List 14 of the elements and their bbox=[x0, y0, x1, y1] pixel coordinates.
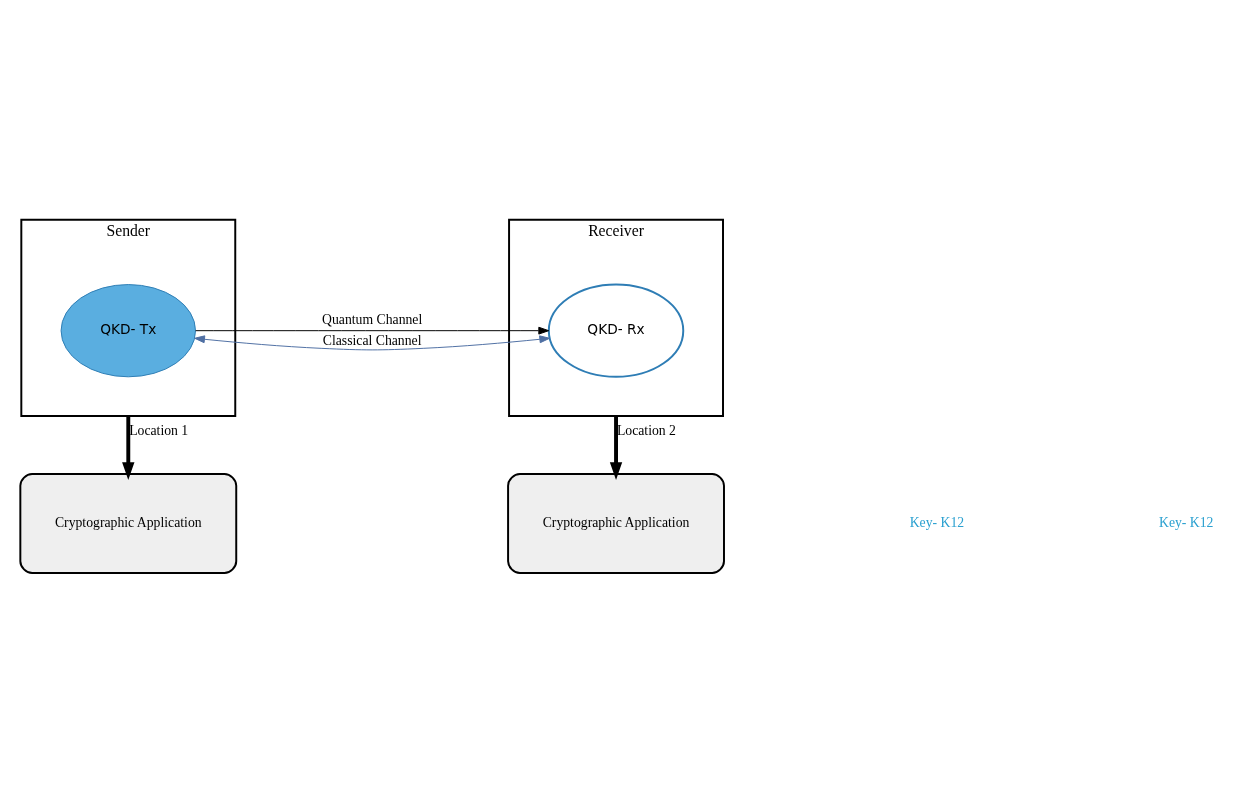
edge-label: Quantum Channel bbox=[322, 312, 423, 327]
arrow bbox=[195, 326, 550, 335]
label: Key- K12 bbox=[1158, 515, 1214, 531]
label: Key- K12 bbox=[909, 515, 965, 531]
edge-label: Location 2 bbox=[616, 422, 676, 438]
edge-label: Classical Channel bbox=[322, 332, 422, 348]
arrow bbox=[194, 335, 551, 351]
arrow bbox=[609, 416, 623, 480]
node-box: Cryptographic Application bbox=[507, 472, 725, 575]
node-ellipse: QKD- Rx bbox=[547, 283, 685, 378]
arrow bbox=[122, 416, 135, 480]
node-ellipse: QKD- Tx bbox=[60, 284, 196, 378]
edge-label: Location 1 bbox=[129, 422, 189, 438]
node-box: Cryptographic Application bbox=[19, 472, 238, 575]
